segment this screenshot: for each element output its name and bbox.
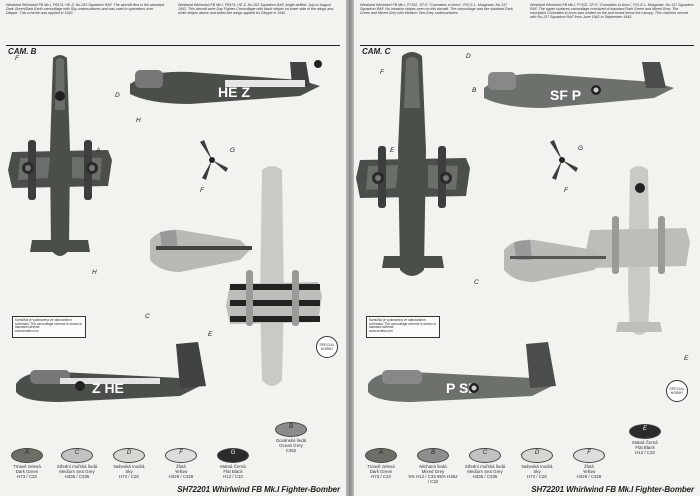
scheme-note: Kamufláž je vyobrazena ve standardním sc… xyxy=(369,318,437,330)
camo-label: CAM. B xyxy=(8,47,37,56)
svg-text:A: A xyxy=(95,147,100,154)
aircraft-top-view xyxy=(8,55,112,256)
svg-text:F: F xyxy=(15,55,20,62)
description-right: Westland Whirlwind FB Mk.I, P6974, HE-Z,… xyxy=(178,3,334,16)
svg-text:B: B xyxy=(472,87,477,94)
svg-text:E: E xyxy=(390,147,395,154)
fuselage-code-top: SF P xyxy=(550,87,581,103)
aircraft-side-view-middle xyxy=(504,239,606,282)
svg-text:F: F xyxy=(380,69,385,76)
svg-text:F: F xyxy=(200,187,205,194)
page-cam-c: Westland Whirlwind FB Mk.I, P7102, SF-P,… xyxy=(354,0,700,496)
product-sku-footer: SH72201 Whirlwind FB Mk.I Fighter-Bomber xyxy=(177,485,340,494)
aircraft-top-view xyxy=(356,52,470,276)
fuselage-code-bottom: Z HE xyxy=(92,380,124,396)
brand-logo: SPECIAL HOBBY xyxy=(316,336,338,358)
svg-text:E: E xyxy=(684,355,689,362)
page-cam-b: Westland Whirlwind FB Mk.I, P6974, HE-Z,… xyxy=(0,0,346,496)
svg-text:D: D xyxy=(115,92,120,99)
aircraft-profiles: HE Z xyxy=(8,55,322,402)
svg-text:C: C xyxy=(474,279,479,286)
propeller-detail xyxy=(200,140,228,180)
camo-label: CAM. C xyxy=(362,47,391,56)
header-rule xyxy=(6,45,340,46)
product-sku-footer: SH72201 Whirlwind FB Mk.I Fighter-Bomber xyxy=(531,485,694,494)
scheme-note: Kamufláž je vyobrazena ve standardním sc… xyxy=(15,318,83,330)
scheme-note-box: Kamufláž je vyobrazena ve standardním sc… xyxy=(12,316,86,338)
fuselage-code-top: HE Z xyxy=(218,84,250,100)
description-right: Westland Whirlwind FB Mk.I, P7102, SF-P,… xyxy=(530,3,694,20)
aircraft-side-view-lower: Z HE xyxy=(16,342,206,402)
description-left: Westland Whirlwind FB Mk.I, P6974, HE-Z,… xyxy=(6,3,164,16)
brand-logo: SPECIAL HOBBY xyxy=(666,380,688,402)
description-left: Westland Whirlwind FB Mk.I, P7102, SF-P,… xyxy=(360,3,513,16)
svg-text:F: F xyxy=(564,187,569,194)
propeller-detail xyxy=(550,140,578,180)
aircraft-side-view-upper: HE Z xyxy=(130,60,322,104)
svg-text:G: G xyxy=(230,147,235,154)
aircraft-bottom-view xyxy=(226,166,322,386)
fuselage-code-bottom: P SF xyxy=(446,380,477,396)
svg-text:G: G xyxy=(578,145,583,152)
aircraft-bottom-view xyxy=(586,166,690,335)
scheme-note-url: www.smkits.com xyxy=(15,329,39,334)
svg-text:H: H xyxy=(136,117,141,124)
svg-text:D: D xyxy=(466,53,471,60)
scheme-note-url: www.smkits.com xyxy=(369,329,393,334)
aircraft-side-view-lower: P SF xyxy=(368,342,556,402)
aircraft-side-view-upper: SF P xyxy=(484,62,674,108)
aircraft-side-view-middle xyxy=(150,229,252,272)
scheme-note-box: Kamufláž je vyobrazena ve standardním sc… xyxy=(366,316,440,338)
aircraft-profiles: SF P xyxy=(356,52,690,402)
page-gutter xyxy=(346,0,354,496)
svg-text:H: H xyxy=(92,269,97,276)
svg-text:C: C xyxy=(145,313,150,320)
header-rule xyxy=(360,45,694,46)
svg-text:E: E xyxy=(208,331,213,338)
